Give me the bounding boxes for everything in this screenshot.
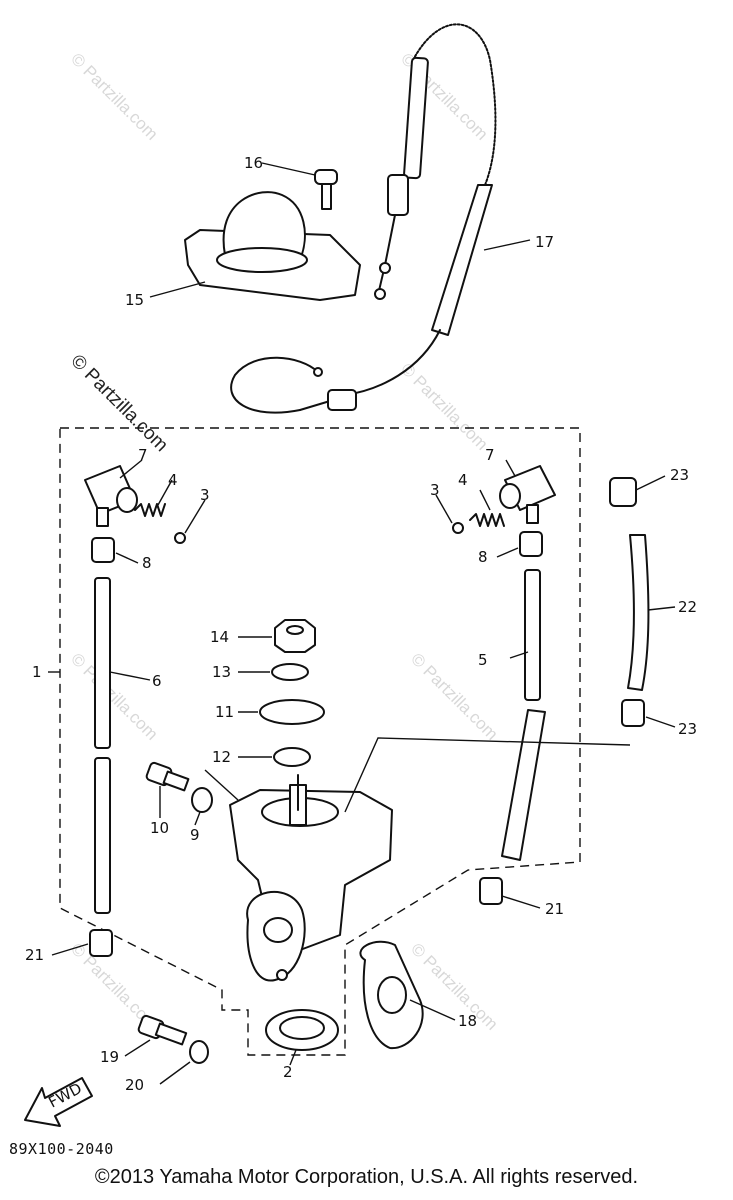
watermark: © Partzilla.com bbox=[67, 49, 161, 143]
fuel-pump-body bbox=[229, 774, 393, 982]
leader-lines bbox=[48, 162, 676, 1085]
forward-arrow-icon: FWD bbox=[24, 1077, 93, 1127]
callout-8-right: 8 bbox=[478, 548, 488, 566]
copyright-notice: ©2013 Yamaha Motor Corporation, U.S.A. A… bbox=[94, 1166, 639, 1188]
callout-12: 12 bbox=[212, 748, 231, 766]
callout-11: 11 bbox=[215, 703, 234, 721]
callout-9: 9 bbox=[190, 826, 200, 844]
callout-21-left: 21 bbox=[25, 946, 44, 964]
callout-7-left: 7 bbox=[138, 446, 148, 464]
callout-13: 13 bbox=[212, 663, 231, 681]
callout-23-bottom: 23 bbox=[678, 720, 697, 738]
callout-14: 14 bbox=[210, 628, 229, 646]
callout-15: 15 bbox=[125, 291, 144, 309]
callout-labels: 16 15 17 7 4 3 8 1 6 14 13 11 12 10 9 3 … bbox=[25, 154, 697, 1094]
callout-7-right: 7 bbox=[485, 446, 495, 464]
watermark: © Partzilla.com bbox=[397, 359, 491, 453]
callout-4-left: 4 bbox=[168, 471, 178, 489]
callout-3-left: 3 bbox=[200, 486, 210, 504]
drawing-code: 89X100-2040 bbox=[9, 1140, 114, 1158]
center-stack bbox=[259, 619, 325, 767]
callout-6: 6 bbox=[152, 672, 162, 690]
callout-18: 18 bbox=[458, 1012, 477, 1030]
screw-16 bbox=[314, 169, 338, 210]
assembly-outline bbox=[59, 427, 581, 1056]
callout-1: 1 bbox=[32, 663, 42, 681]
watermark: © Partzilla.com bbox=[67, 649, 161, 743]
callout-20: 20 bbox=[125, 1076, 144, 1094]
small-hardware bbox=[137, 761, 424, 1064]
cable-17 bbox=[230, 23, 497, 414]
callout-8-left: 8 bbox=[142, 554, 152, 572]
callout-17: 17 bbox=[535, 233, 554, 251]
pump-cover-15 bbox=[184, 191, 361, 301]
watermark-prominent: © Partzilla.com bbox=[66, 351, 171, 456]
callout-21-right: 21 bbox=[545, 900, 564, 918]
callout-5: 5 bbox=[478, 651, 488, 669]
right-check-valve bbox=[452, 465, 650, 905]
callout-2: 2 bbox=[283, 1063, 293, 1081]
callout-10: 10 bbox=[150, 819, 169, 837]
callout-4-right: 4 bbox=[458, 471, 468, 489]
callout-19: 19 bbox=[100, 1048, 119, 1066]
callout-16: 16 bbox=[244, 154, 263, 172]
callout-22: 22 bbox=[678, 598, 697, 616]
callout-23-top: 23 bbox=[670, 466, 689, 484]
callout-3-right: 3 bbox=[430, 481, 440, 499]
left-check-valve bbox=[84, 465, 186, 957]
